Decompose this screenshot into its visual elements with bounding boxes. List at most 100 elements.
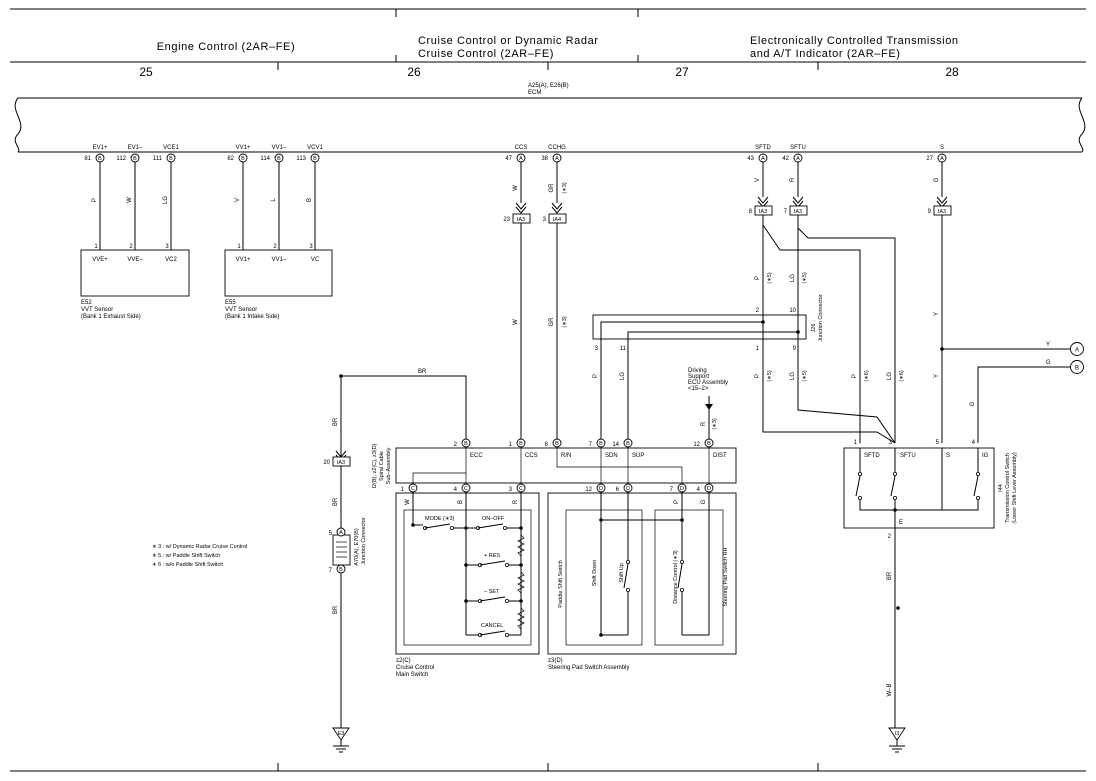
spiral-term-sdn: SDN — [605, 453, 618, 459]
driving-support-line4: <15–2> — [688, 386, 709, 392]
mark-lg-upper: (∗5) — [802, 272, 808, 283]
br-wire — [332, 374, 467, 530]
e52-code: E52 — [81, 300, 92, 306]
junction-pin-7: 7 — [329, 568, 333, 574]
switch-set-label: – SET — [484, 589, 500, 595]
steering-name: Steering Pad Switch Assembly — [548, 665, 629, 671]
distance-control-label: Distance Control (∗3) — [673, 550, 679, 604]
spiral-pin-2: 2 — [454, 442, 458, 448]
svg-text:D: D — [707, 486, 711, 492]
j26-pin-10: 10 — [789, 308, 796, 314]
header-frame — [10, 8, 1086, 70]
wire-color-wb-right: W–B — [887, 683, 893, 696]
spiral-pin-7: 7 — [589, 442, 593, 448]
svg-text:C: C — [464, 486, 468, 492]
ecm-body — [14, 97, 1086, 153]
ground-i3 — [888, 727, 906, 753]
e55-name-2: (Bank 1 Intake Side) — [225, 314, 279, 320]
switch-res-label: + RES — [484, 553, 500, 559]
pin-conn-111: B — [169, 156, 173, 162]
pin-name-sftu: SFTU — [790, 145, 806, 151]
spiral-pin-8: 8 — [545, 442, 549, 448]
e52-pin-1: 1 — [94, 244, 98, 250]
junction-connector-a70: A B — [332, 527, 351, 728]
pin-num-111: 111 — [153, 156, 163, 162]
pin-conn-113: B — [313, 156, 317, 162]
i44-pin-5: 5 — [936, 440, 940, 446]
wire-color-lg-mid: LG — [790, 372, 796, 380]
e55-pin-1: 1 — [237, 244, 241, 250]
wire-color-br-left-2: BR — [333, 497, 339, 506]
pin-conn-112: B — [133, 156, 137, 162]
svg-text:D: D — [626, 486, 630, 492]
pin-name-sftd: SFTD — [755, 145, 771, 151]
wire-color-ccs: W — [513, 185, 519, 191]
main-switch-name-2: Main Switch — [396, 672, 428, 678]
offpage-connector-a-label: A — [1075, 348, 1079, 354]
ecm-codes: A25(A), E26(B) — [528, 83, 569, 89]
offpage-connector-b-label: B — [1075, 366, 1079, 372]
section-title-transmission-2: and A/T Indicator (2AR–FE) — [750, 48, 901, 60]
spiral-codes: I2(B), z2(C), z3(D) — [372, 443, 378, 488]
e52-pin-3: 3 — [165, 244, 169, 250]
section-title-cruise-1: Cruise Control or Dynamic Radar — [418, 35, 599, 47]
spiral-term-ecc: ECC — [470, 453, 483, 459]
j26-pin-3: 3 — [595, 346, 599, 352]
svg-text:B: B — [464, 441, 468, 447]
vvt-wires — [99, 162, 316, 250]
j26-name: Junction Connector — [818, 294, 824, 342]
section-title-transmission-1: Electronically Controlled Transmission — [750, 35, 959, 47]
pin-num-114: 114 — [260, 156, 270, 162]
paddle-shift-label: Paddle Shift Switch — [558, 560, 564, 607]
e55-term-vv1m: VV1– — [272, 257, 287, 263]
ground-i3-label: I3 — [895, 731, 900, 737]
wire-color-p-sdn: P — [593, 374, 599, 378]
j26-pin-1: 1 — [756, 346, 760, 352]
svg-text:D: D — [680, 486, 684, 492]
ground-e3-label: E3 — [338, 731, 345, 737]
spiral-pin-6-bottom: 6 — [616, 487, 620, 493]
section-title-engine: Engine Control (2AR–FE) — [157, 41, 296, 53]
pin-num-113: 113 — [296, 156, 306, 162]
pin-num-47: 47 — [505, 156, 512, 162]
wire-color-g-distance: G — [701, 499, 707, 504]
spiral-name-1: Spiral Cable — [379, 451, 385, 481]
pin-conn-27: A — [940, 156, 944, 162]
main-switch-code: z2(C) — [396, 658, 411, 664]
pin-conn-81: B — [98, 156, 102, 162]
wire-color-cchg: GR — [549, 183, 555, 193]
spiral-internal-wires — [412, 448, 710, 483]
e55-pin-2: 2 — [273, 244, 277, 250]
junction-pin-5: 5 — [329, 531, 333, 537]
svg-text:B: B — [599, 441, 603, 447]
j26-junction-connector — [592, 314, 807, 345]
wire-color-br-left-1: BR — [333, 417, 339, 426]
i44-term-sftd: SFTD — [864, 453, 880, 459]
pin-name-vv1p: VV1+ — [236, 145, 251, 151]
wire-color-w-lower: W — [513, 319, 519, 325]
wire-color-g-ig: G — [970, 401, 976, 406]
column-number-27: 27 — [675, 65, 689, 79]
ia3-pin-9: 9 — [928, 209, 932, 215]
i44-pin-3: 3 — [889, 440, 893, 446]
mark-gr-lower: (∗3) — [562, 316, 568, 327]
svg-text:B: B — [626, 441, 630, 447]
wire-color-p-right: P — [852, 374, 858, 378]
ia3-pin-20: 20 — [323, 460, 330, 466]
column-number-25: 25 — [139, 65, 153, 79]
pin-name-ev1m: EV1– — [128, 145, 143, 151]
note-5: ∗ 5 : w/ Paddle Shift Switch — [152, 553, 220, 559]
svg-text:C: C — [411, 486, 415, 492]
i44-name-2: (Lower Shift Lever Assembly) — [1012, 452, 1018, 524]
i44-pin-2: 2 — [888, 534, 892, 540]
wire-color-r-cc: R — [513, 499, 519, 504]
e55-sensor-box: 1 2 3 VV1+ VV1– VC — [224, 244, 333, 297]
spiral-pin-3-bottom: 3 — [509, 487, 513, 493]
mark-lg-mid: (∗5) — [802, 370, 808, 381]
spiral-term-sup: SUP — [632, 453, 644, 459]
pin-name-ccs: CCS — [515, 145, 528, 151]
pin-conn-82: B — [241, 156, 245, 162]
e55-term-vv1p: VV1+ — [236, 257, 251, 263]
i44-name-1: Transmission Control Switch — [1005, 453, 1011, 522]
wire-color-p-upper: P — [755, 276, 761, 280]
